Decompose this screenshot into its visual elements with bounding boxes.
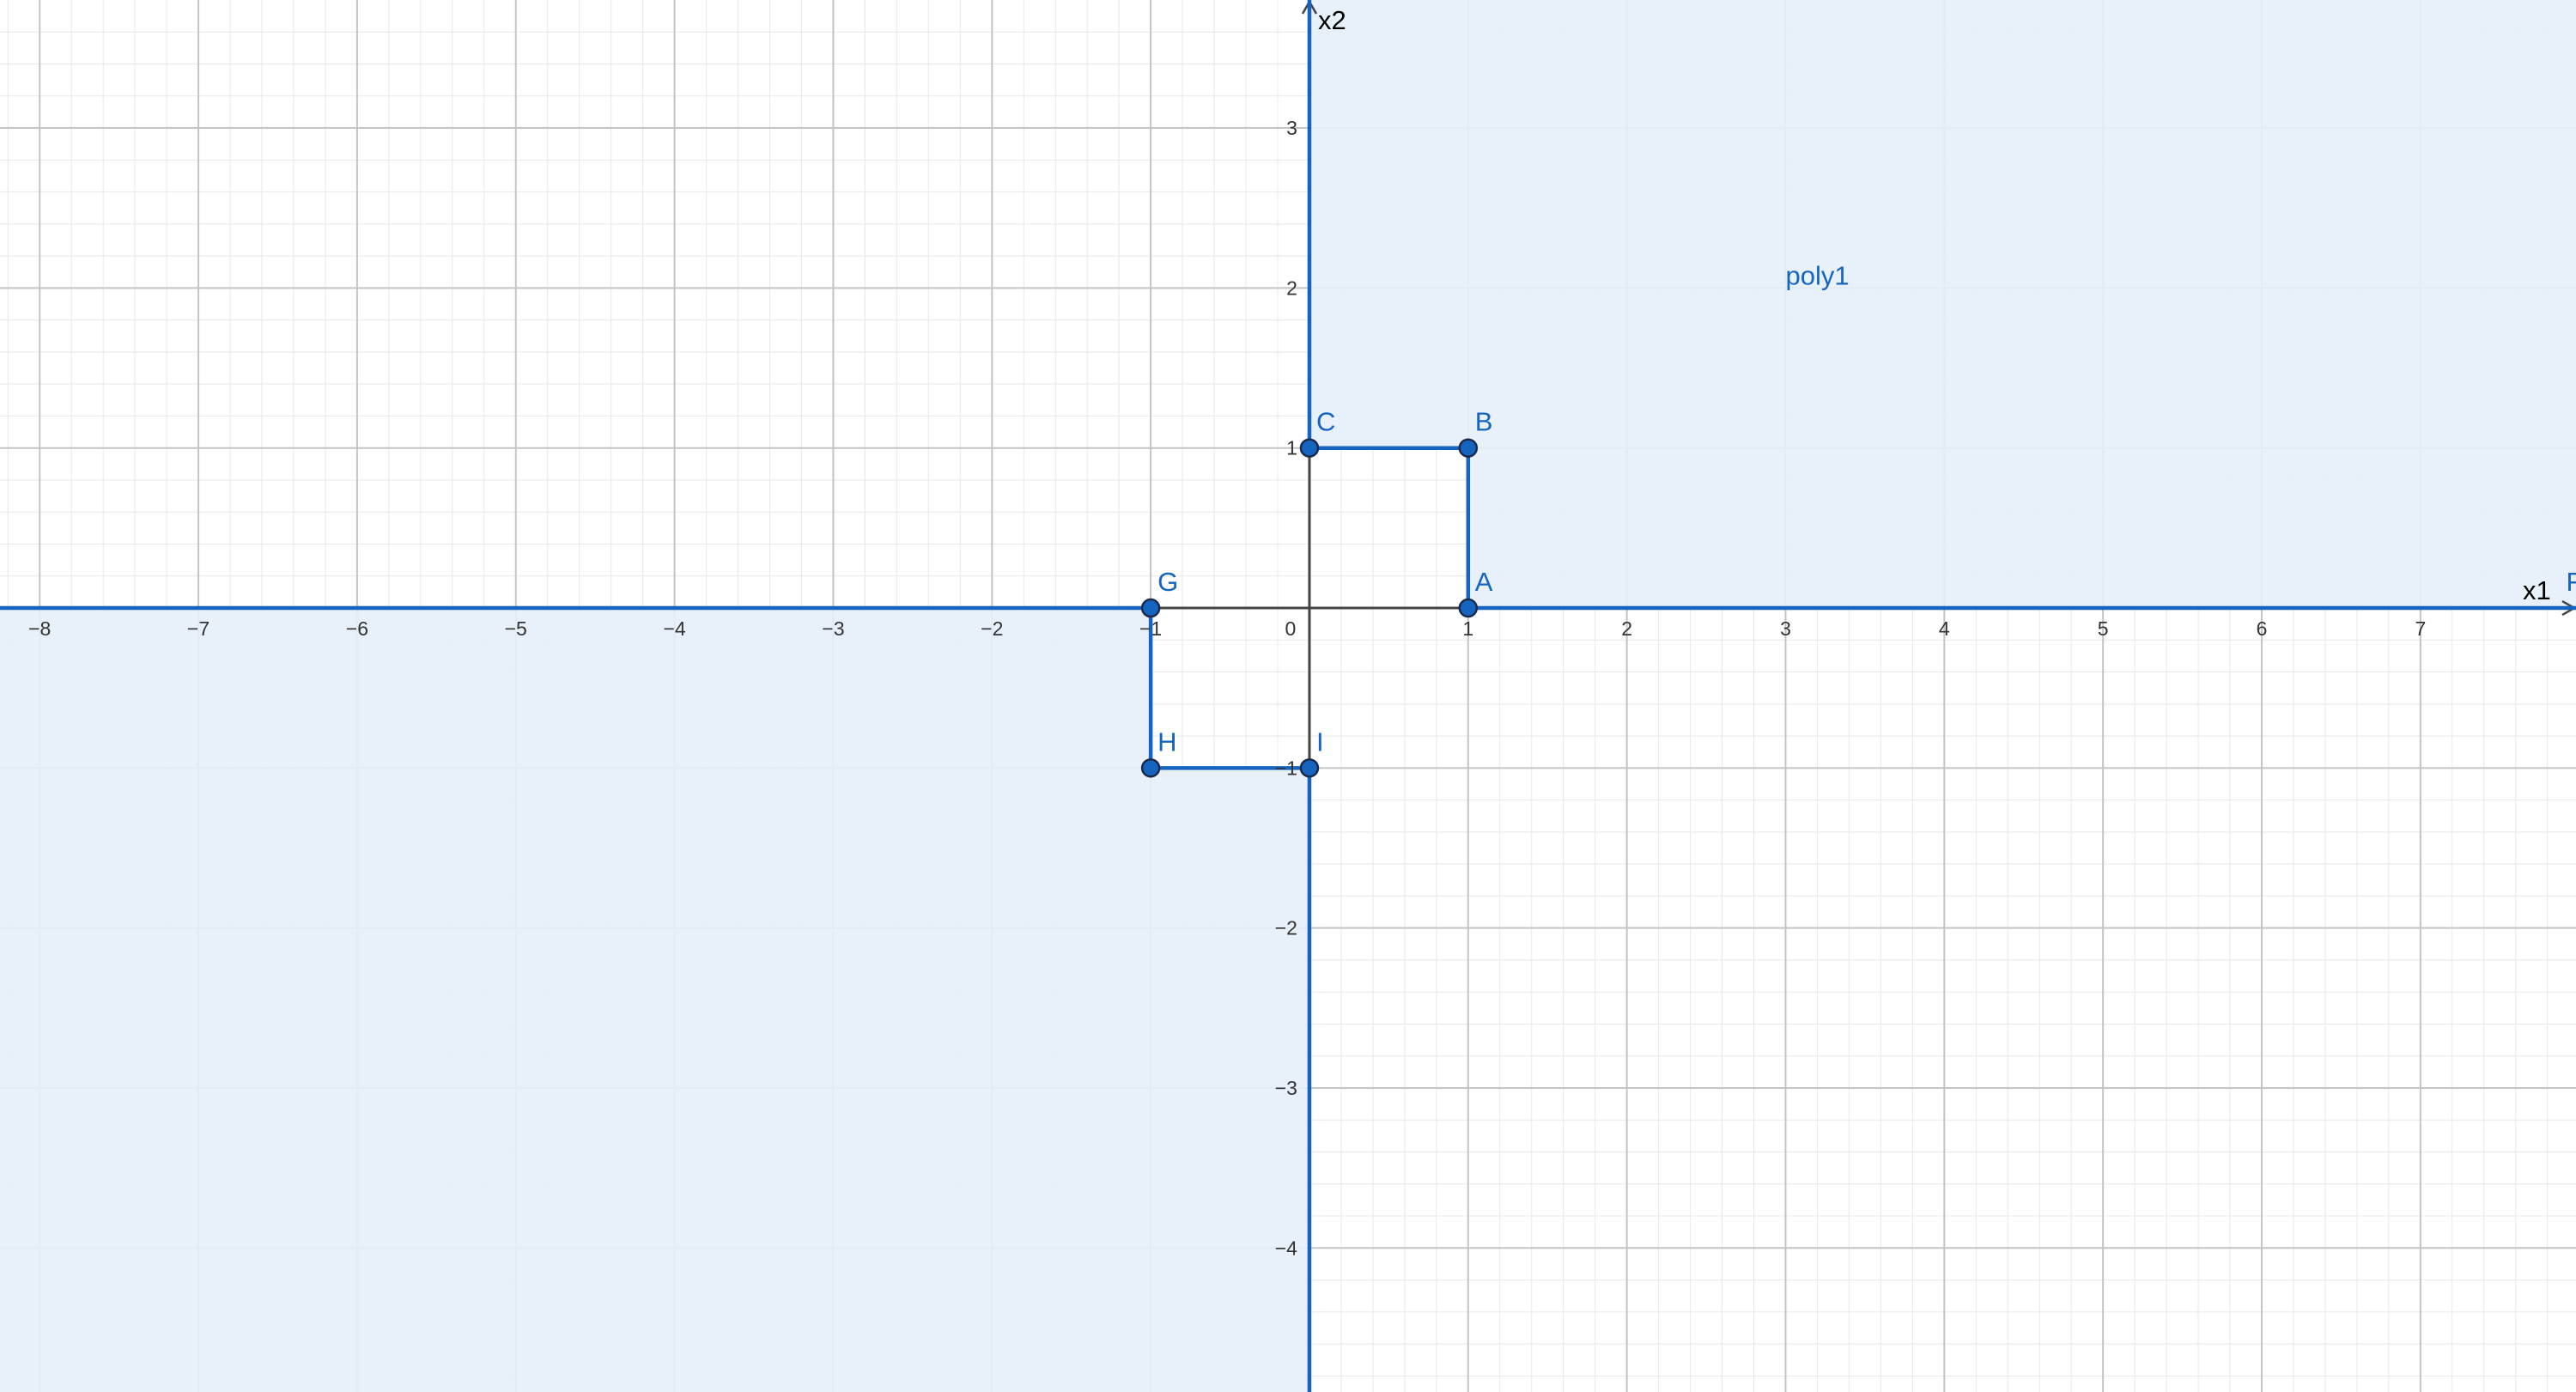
poly1-upper-region[interactable]	[1309, 0, 2576, 609]
point-G[interactable]	[1140, 598, 1161, 618]
x-tick-label: 2	[1621, 617, 1632, 640]
point-label-B: B	[1475, 407, 1493, 437]
polygon-label[interactable]: poly1	[1785, 261, 1849, 291]
x-tick-label: −2	[981, 617, 1003, 640]
tick-labels: −8 −7 −6 −5 −4 −3 −2 −1 0 1 2 3 4 5 6 7 −4 −3 −2 −1 1 2 3	[28, 117, 2426, 1259]
point-label-A: A	[1475, 567, 1493, 597]
x-tick-label: −4	[663, 617, 685, 640]
x-axis-name: x1	[2523, 575, 2551, 605]
point-B[interactable]	[1458, 438, 1479, 458]
points[interactable]	[1140, 438, 1479, 778]
y-tick-label: 2	[1286, 277, 1297, 299]
x-tick-label: −5	[505, 617, 527, 640]
y-axis-name: x2	[1318, 5, 1346, 35]
y-tick-label: 3	[1286, 117, 1297, 139]
x-tick-label: −7	[187, 617, 210, 640]
point-C[interactable]	[1299, 438, 1320, 458]
y-tick-label: −3	[1275, 1077, 1297, 1099]
x-tick-label: −1	[1139, 617, 1162, 640]
point-A[interactable]	[1458, 598, 1479, 618]
point-label-C: C	[1316, 407, 1335, 437]
x-tick-label: 4	[1939, 617, 1950, 640]
x-tick-label: 5	[2098, 617, 2109, 640]
x-tick-label: 6	[2257, 617, 2268, 640]
point-H[interactable]	[1140, 758, 1161, 778]
x-tick-label: −3	[822, 617, 844, 640]
point-label-G: G	[1157, 567, 1178, 597]
point-I[interactable]	[1299, 758, 1320, 778]
x-tick-label: 1	[1462, 617, 1473, 640]
x-tick-label: 3	[1780, 617, 1791, 640]
point-label-H: H	[1157, 726, 1176, 757]
x-tick-label: −6	[346, 617, 368, 640]
y-tick-label: 1	[1286, 437, 1297, 459]
x-tick-label: 0	[1285, 617, 1297, 640]
point-label-F: F	[2566, 567, 2576, 597]
x-tick-label: −8	[28, 617, 51, 640]
y-tick-label: −4	[1275, 1237, 1297, 1259]
x-tick-label: 7	[2415, 617, 2426, 640]
point-label-I: I	[1316, 726, 1324, 757]
y-tick-label: −1	[1275, 757, 1297, 779]
poly1-lower-region[interactable]	[0, 608, 1309, 1392]
y-tick-label: −2	[1275, 917, 1297, 939]
